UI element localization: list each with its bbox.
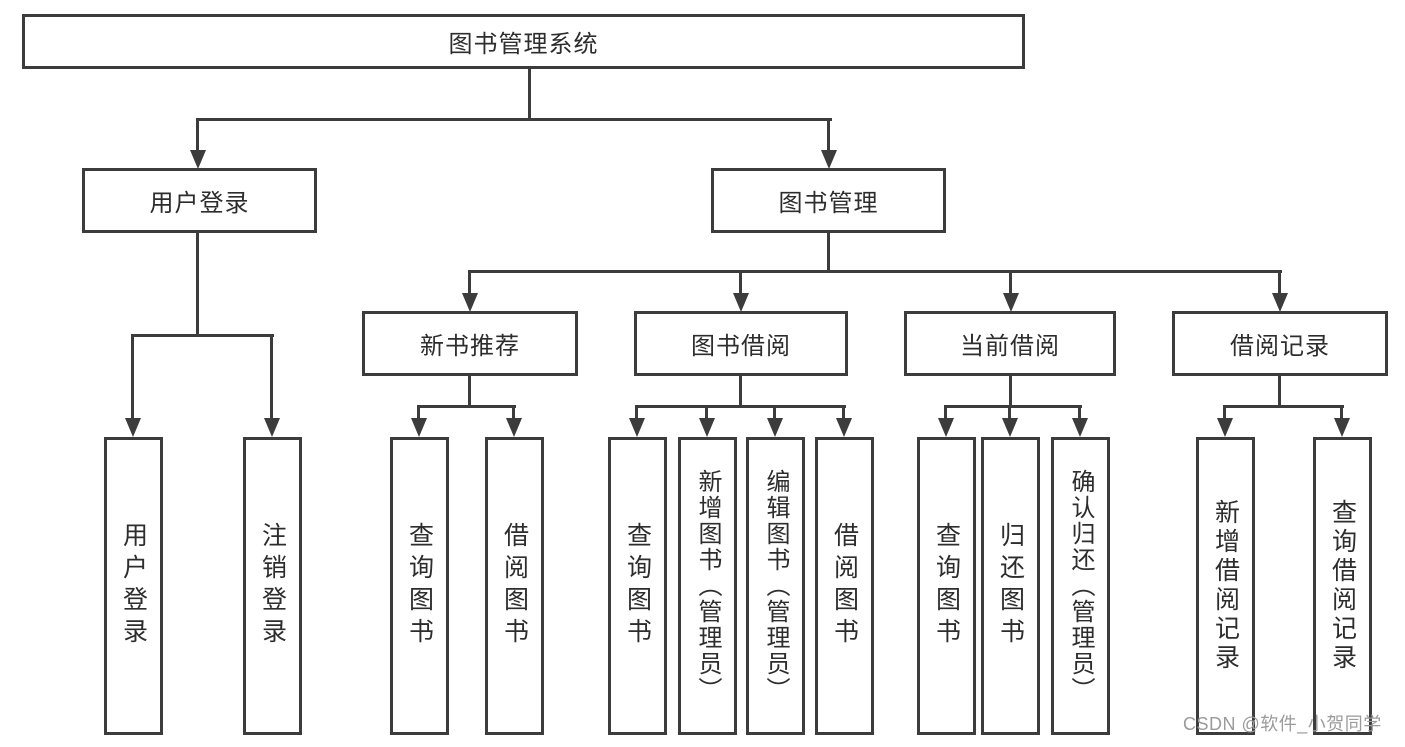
leaf-user-login: 用户登录: [104, 437, 163, 735]
node-label: 归还图书: [996, 522, 1025, 650]
leaf-cb-confirm-return-admin: 确认归还（管理员）: [1051, 437, 1110, 735]
arrowhead-down-icon: [944, 405, 947, 418]
node-label: 借阅记录: [1230, 333, 1330, 360]
edge-line-current-borrowing-stem: [1009, 374, 1012, 407]
edge-line-borrowing-records-span: [1223, 405, 1344, 408]
leaf-cb-query-books: 查询图书: [917, 437, 976, 735]
leaf-bb-add-books-admin: 新增图书（管理员）: [678, 437, 737, 735]
edge-line-book-management-stem: [827, 232, 830, 272]
edge-line-current-borrowing-span: [944, 405, 1082, 408]
edge-line-borrowing-records-stem: [1278, 374, 1281, 407]
node-book-borrowing: 图书借阅: [634, 311, 848, 376]
edge-line-book-borrowing-stem: [739, 374, 742, 407]
arrowhead-down-icon: [468, 270, 471, 293]
leaf-bb-edit-books-admin: 编辑图书（管理员）: [746, 437, 805, 735]
edge-line-root-span: [196, 118, 832, 121]
arrowhead-down-icon: [1008, 405, 1011, 418]
node-label: 新增借阅记录: [1211, 499, 1240, 673]
edge-line-new-book-span: [417, 405, 516, 408]
leaf-bb-query-books: 查询图书: [608, 437, 667, 735]
node-label: 查询图书: [932, 522, 961, 650]
arrowhead-down-icon: [417, 405, 420, 418]
node-borrowing-records: 借阅记录: [1172, 311, 1388, 376]
node-label: 查询借阅记录: [1328, 499, 1357, 673]
node-label: 确认归还（管理员）: [1067, 469, 1094, 703]
arrowhead-down-icon: [1278, 270, 1281, 293]
edge-line-new-book-stem: [468, 374, 471, 407]
node-new-book-recommendation: 新书推荐: [362, 311, 578, 376]
arrowhead-down-icon: [512, 405, 515, 418]
csdn-watermark: CSDN @软件_小贺同学: [1183, 714, 1382, 734]
node-label: 借阅图书: [500, 522, 529, 650]
arrowhead-down-icon: [1078, 405, 1081, 418]
node-current-borrowing: 当前借阅: [904, 311, 1116, 376]
leaf-nbr-query-books: 查询图书: [390, 437, 449, 735]
arrowhead-down-icon: [739, 270, 742, 293]
leaf-cb-return-books: 归还图书: [981, 437, 1040, 735]
arrowhead-down-icon: [270, 334, 273, 418]
edge-line-book-management-span: [468, 270, 1282, 273]
node-label: 注销登录: [258, 522, 287, 650]
node-label: 用户登录: [119, 522, 148, 650]
node-label: 图书管理系统: [448, 31, 599, 58]
arrowhead-down-icon: [131, 334, 134, 418]
node-library-system: 图书管理系统: [22, 14, 1025, 69]
arrowhead-down-icon: [635, 405, 638, 418]
arrowhead-down-icon: [773, 405, 776, 418]
node-user-login: 用户登录: [82, 168, 317, 233]
node-label: 新增图书（管理员）: [694, 469, 721, 703]
edge-line-user-login-span: [131, 334, 274, 337]
leaf-br-query-record: 查询借阅记录: [1313, 437, 1372, 735]
node-label: 查询图书: [405, 522, 434, 650]
node-label: 用户登录: [149, 190, 250, 217]
node-label: 图书管理: [778, 190, 879, 217]
leaf-br-add-record: 新增借阅记录: [1196, 437, 1255, 735]
arrowhead-down-icon: [1340, 405, 1343, 418]
node-label: 图书借阅: [691, 333, 791, 360]
leaf-nbr-borrow-books: 借阅图书: [485, 437, 544, 735]
arrowhead-down-icon: [1223, 405, 1226, 418]
arrowhead-down-icon: [827, 118, 830, 150]
node-label: 查询图书: [623, 522, 652, 650]
edge-line-book-borrowing-span: [635, 405, 846, 408]
edge-line-root-stem: [528, 68, 531, 120]
arrowhead-down-icon: [1009, 270, 1012, 293]
node-label: 借阅图书: [830, 522, 859, 650]
edge-line-user-login-stem: [196, 232, 199, 336]
arrowhead-down-icon: [196, 118, 199, 150]
node-label: 当前借阅: [960, 333, 1060, 360]
leaf-logout-login: 注销登录: [243, 437, 302, 735]
node-label: 编辑图书（管理员）: [762, 469, 789, 703]
leaf-bb-borrow-books: 借阅图书: [815, 437, 874, 735]
arrowhead-down-icon: [842, 405, 845, 418]
node-label: 新书推荐: [420, 333, 520, 360]
node-book-management: 图书管理: [711, 168, 946, 233]
arrowhead-down-icon: [705, 405, 708, 418]
